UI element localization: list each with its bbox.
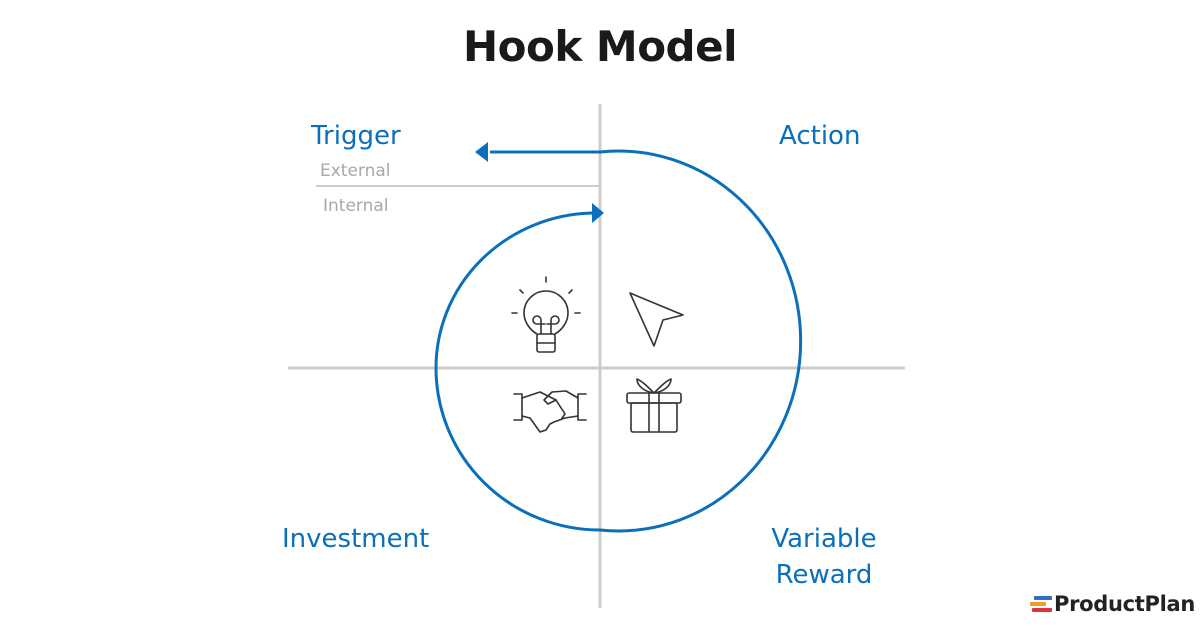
hook-cycle-path <box>434 149 803 533</box>
trigger-internal-label: Internal <box>323 196 389 216</box>
action-label: Action <box>779 121 861 151</box>
handshake-icon <box>513 390 587 433</box>
arrowhead-left-icon <box>475 142 488 162</box>
arrowhead-right-icon <box>592 203 604 223</box>
productplan-logo-text: ProductPlan <box>1054 592 1196 616</box>
trigger-external-label: External <box>320 161 391 181</box>
productplan-logo: ProductPlan <box>1030 592 1195 616</box>
trigger-label: Trigger <box>311 121 401 151</box>
variable-reward-line2: Reward <box>775 560 873 590</box>
cursor-arrow-icon <box>629 292 684 347</box>
variable-reward-label: Variable Reward <box>768 521 880 593</box>
gift-icon <box>626 378 682 433</box>
investment-label: Investment <box>282 524 430 554</box>
page-title: Hook Model <box>462 22 738 71</box>
lightbulb-icon <box>511 276 581 353</box>
productplan-logo-icon <box>1030 596 1052 612</box>
variable-reward-line1: Variable <box>771 524 877 554</box>
